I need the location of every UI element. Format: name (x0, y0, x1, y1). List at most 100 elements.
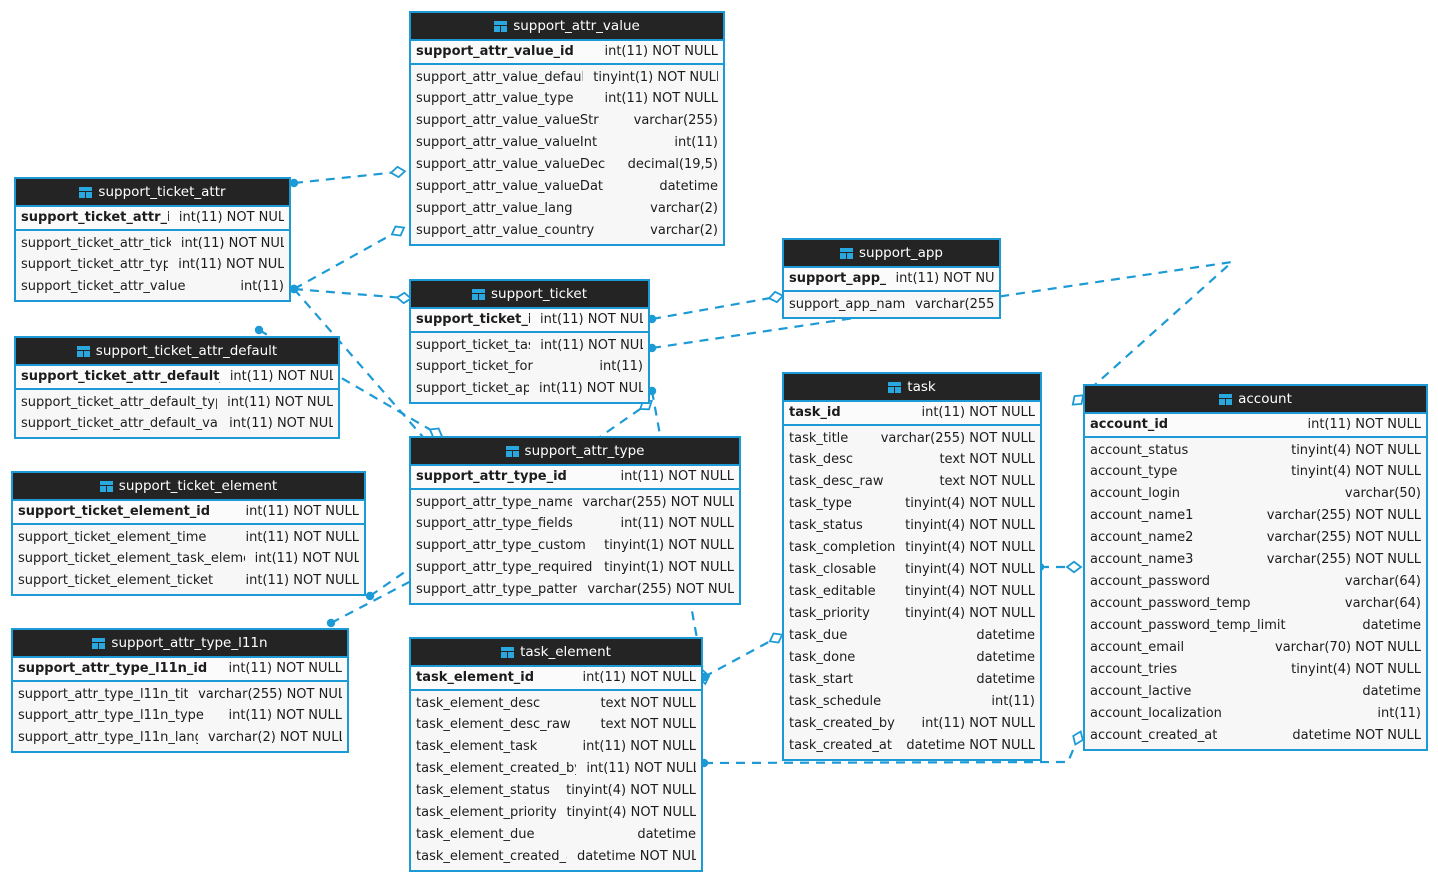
entity-title: support_attr_type_l11n (111, 635, 268, 651)
field-type: int(11) NOT NULL (539, 381, 643, 396)
field-type: datetime (1362, 618, 1421, 633)
table-icon (99, 480, 113, 492)
field-name: task_element_created_by (416, 761, 577, 776)
field-type: int(11) NOT NULL (540, 312, 643, 327)
field-type: int(11) (240, 279, 284, 294)
field-name: task_priority (789, 606, 870, 621)
field-type: datetime (976, 628, 1035, 643)
field-name: task_created_by (789, 716, 895, 731)
entity-table-support_attr_type_l11n[interactable]: support_attr_type_l11n support_attr_type_… (11, 628, 349, 753)
field-type: varchar(255) NOT NULL (1266, 530, 1421, 545)
field-type: tinyint(4) NOT NULL (1291, 662, 1421, 677)
field-type: int(11) NOT NULL (178, 257, 284, 272)
